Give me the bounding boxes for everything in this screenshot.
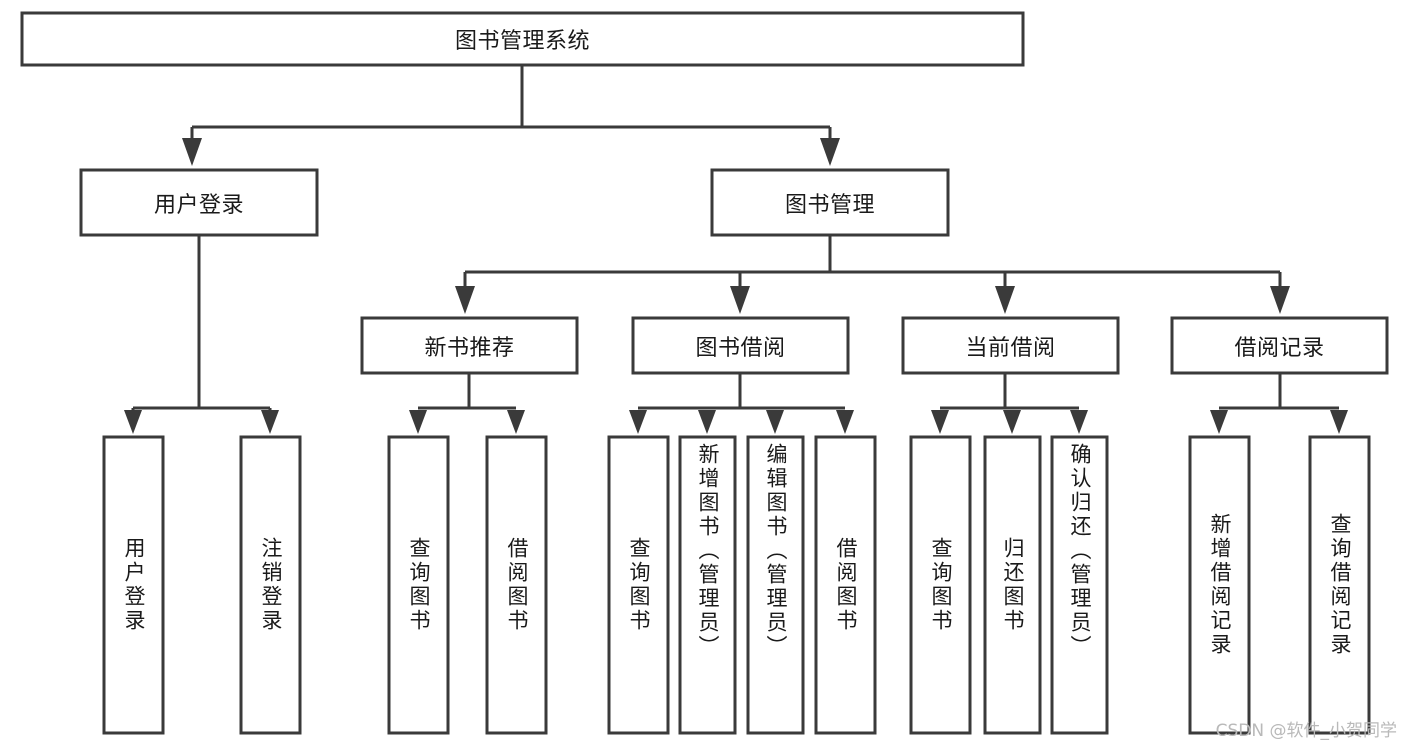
node-box-current-borrow[interactable] — [901, 316, 1120, 375]
node-box-root[interactable] — [20, 11, 1025, 67]
arrow-head-book-manage — [820, 138, 840, 166]
node-box-leaf-query-book-2[interactable] — [607, 435, 670, 735]
arrow-head-user-login — [182, 138, 202, 166]
arrow-head-leaf-query-borrow-record — [1330, 410, 1348, 434]
arrow-head-leaf-add-book — [698, 410, 716, 434]
node-box-leaf-add-borrow-record[interactable] — [1188, 435, 1251, 735]
node-box-new-book-recommend[interactable] — [360, 316, 579, 375]
node-box-leaf-add-book[interactable] — [678, 435, 737, 735]
arrow-head-leaf-user-login — [124, 410, 142, 434]
connector-root-to-level2 — [182, 65, 840, 166]
node-box-book-manage[interactable] — [710, 168, 950, 237]
node-box-leaf-query-book-1[interactable] — [387, 435, 450, 735]
node-box-borrow-record[interactable] — [1170, 316, 1389, 375]
arrow-head-current-borrow — [995, 286, 1015, 314]
connector-bookmanage-to-level3 — [455, 235, 1290, 314]
connector-newbook-to-leaves — [409, 373, 525, 434]
arrow-head-new-book-recommend — [455, 286, 475, 314]
arrow-head-leaf-borrow-book-1 — [507, 410, 525, 434]
arrow-head-leaf-query-book-3 — [931, 410, 949, 434]
connector-bookborrow-to-leaves — [629, 373, 854, 434]
connector-userlogin-to-leaves — [124, 235, 279, 434]
arrow-head-leaf-add-borrow-record — [1210, 410, 1228, 434]
arrow-head-leaf-edit-book — [766, 410, 784, 434]
node-box-user-login[interactable] — [79, 168, 319, 237]
node-box-leaf-query-borrow-record[interactable] — [1308, 435, 1371, 735]
node-box-leaf-borrow-book-1[interactable] — [485, 435, 548, 735]
arrow-head-leaf-query-book-1 — [409, 410, 427, 434]
arrow-head-leaf-user-logout — [261, 410, 279, 434]
arrow-head-leaf-borrow-book-2 — [836, 410, 854, 434]
connector-currentborrow-to-leaves — [931, 373, 1088, 434]
node-box-leaf-query-book-3[interactable] — [909, 435, 972, 735]
connector-borrowrecord-to-leaves — [1210, 373, 1348, 434]
node-box-book-borrow[interactable] — [631, 316, 850, 375]
arrow-head-book-borrow — [730, 286, 750, 314]
node-box-leaf-return-book[interactable] — [983, 435, 1042, 735]
arrow-head-borrow-record — [1270, 286, 1290, 314]
node-box-leaf-user-logout[interactable] — [239, 435, 302, 735]
node-box-leaf-edit-book[interactable] — [746, 435, 805, 735]
arrow-head-leaf-return-book — [1003, 410, 1021, 434]
node-box-leaf-confirm-return[interactable] — [1050, 435, 1109, 735]
arrow-head-leaf-query-book-2 — [629, 410, 647, 434]
node-box-leaf-borrow-book-2[interactable] — [814, 435, 877, 735]
node-box-leaf-user-login[interactable] — [102, 435, 165, 735]
arrow-head-leaf-confirm-return — [1070, 410, 1088, 434]
